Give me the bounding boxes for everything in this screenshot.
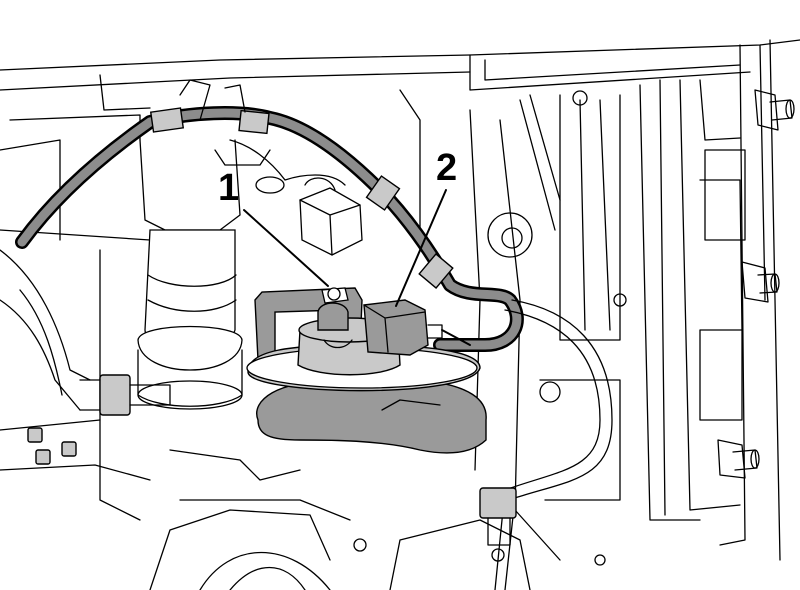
callout-label-2: 2 bbox=[436, 147, 457, 189]
leader-line-1 bbox=[243, 209, 329, 287]
bolt-middle bbox=[741, 261, 780, 303]
left-tube-assembly bbox=[0, 139, 243, 465]
callout-leaders bbox=[243, 189, 447, 307]
leader-line-2 bbox=[395, 189, 447, 307]
mounting-bolts bbox=[699, 89, 795, 479]
bolt-top bbox=[754, 89, 795, 131]
small-caps bbox=[27, 427, 77, 465]
upper-connector bbox=[214, 139, 363, 256]
callout-label-1: 1 bbox=[218, 167, 239, 209]
lower-hose bbox=[479, 299, 613, 590]
wiring-harness bbox=[15, 79, 524, 352]
horn-assembly bbox=[246, 287, 487, 454]
bolt-bottom bbox=[717, 439, 760, 479]
